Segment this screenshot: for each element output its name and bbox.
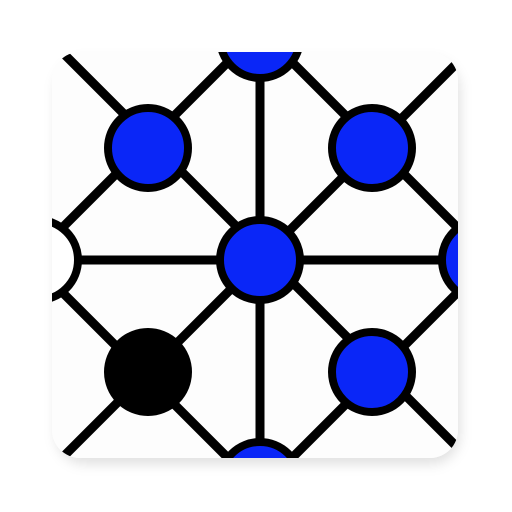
piece-white-middle-left — [52, 218, 82, 302]
board-pieces — [52, 52, 458, 458]
board-graphic — [52, 52, 458, 458]
piece-blue-upper-left — [104, 104, 192, 192]
piece-black-lower-left — [104, 328, 192, 416]
piece-blue-lower-right — [328, 328, 416, 416]
app-icon[interactable] — [52, 52, 458, 458]
piece-blue-middle-right — [438, 223, 458, 297]
piece-blue-upper-right — [328, 104, 416, 192]
piece-blue-top-center — [218, 52, 302, 82]
piece-blue-bottom-center — [223, 438, 297, 458]
piece-blue-center — [216, 216, 304, 304]
